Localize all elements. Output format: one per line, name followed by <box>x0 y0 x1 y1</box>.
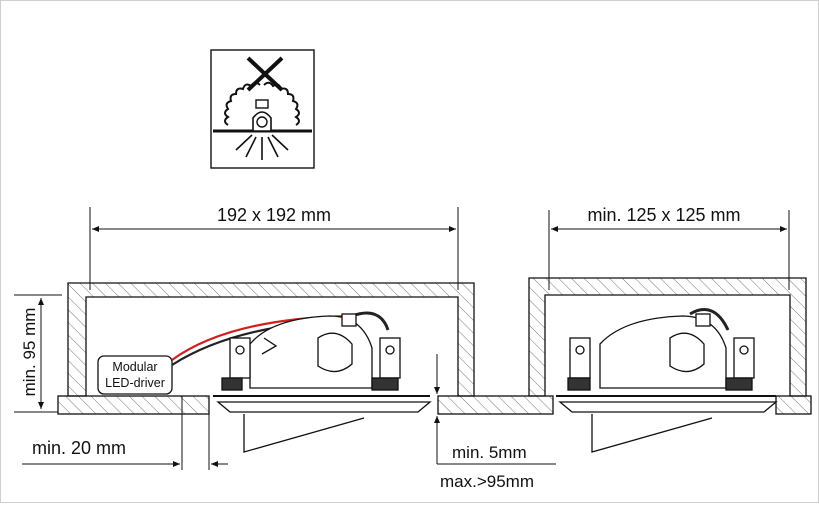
led-driver: Modular LED-driver <box>97 355 173 395</box>
ceiling-max-label: max.>95mm <box>440 472 534 491</box>
right-housing-box <box>528 277 807 397</box>
driver-label-line2: LED-driver <box>105 376 165 390</box>
left-downlight <box>213 313 432 453</box>
dim-right-width: min. 125 x 125 mm <box>548 205 790 290</box>
no-insulation-cover-icon <box>210 49 315 169</box>
dim-left-width: 192 x 192 mm <box>89 205 459 290</box>
left-cutout-label: 192 x 192 mm <box>217 205 331 225</box>
ceiling-min-label: min. 5mm <box>452 443 527 462</box>
dim-ceiling-thickness: min. 5mm max.>95mm <box>434 354 556 491</box>
dim-side-clearance: min. 20 mm <box>22 396 228 470</box>
side-clearance-label: min. 20 mm <box>32 438 126 458</box>
ceiling-slab <box>57 395 812 415</box>
height-label: min. 95 mm <box>20 308 39 397</box>
driver-label-line1: Modular <box>112 360 157 374</box>
right-cutout-label: min. 125 x 125 mm <box>587 205 740 225</box>
left-housing-box <box>67 282 475 397</box>
dim-height: min. 95 mm <box>14 294 62 413</box>
right-downlight <box>556 308 778 453</box>
